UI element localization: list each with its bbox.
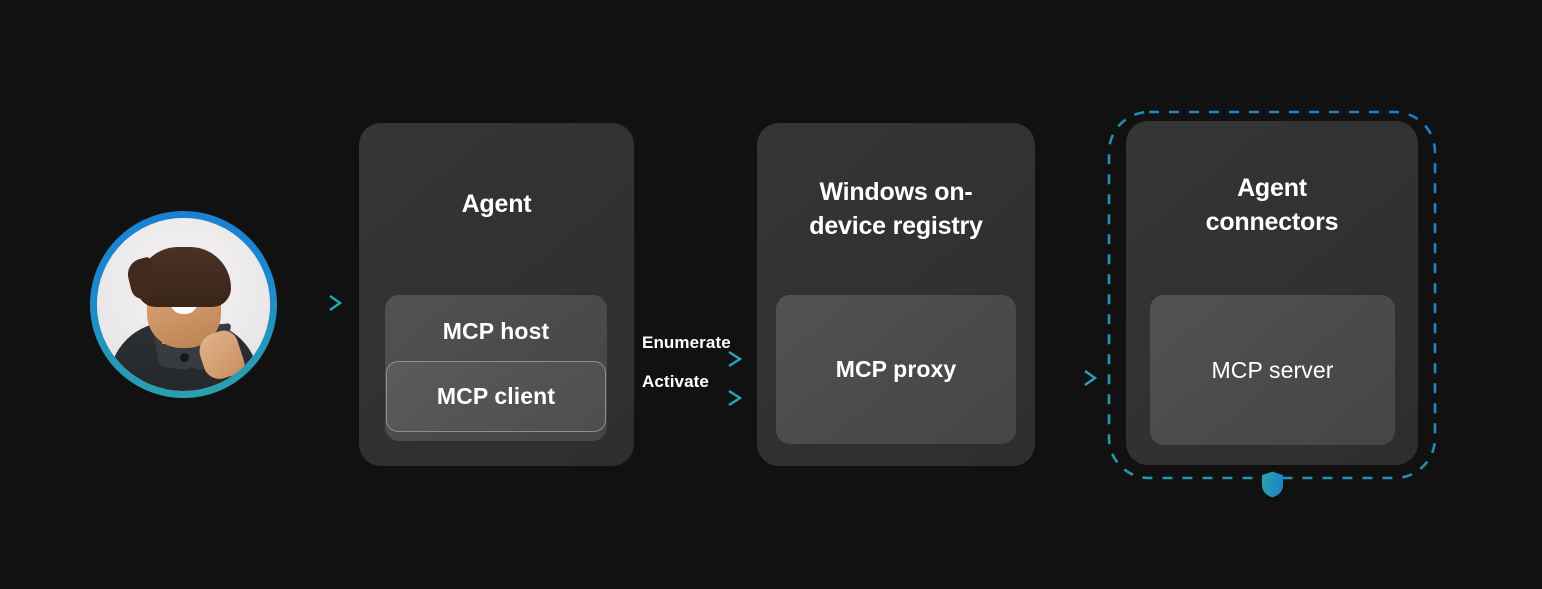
arrow-enumerate [640, 350, 743, 368]
arrow-label-activate: Activate [642, 372, 709, 391]
avatar-image [97, 218, 270, 391]
panel-mcp-host-label: MCP host [442, 318, 550, 344]
card-windows-registry-title-line2: device registry [809, 212, 983, 240]
card-agent-connectors-title: Agent connectors [1126, 171, 1418, 239]
avatar-hair [136, 247, 231, 308]
arrow-activate [640, 389, 743, 407]
card-windows-registry-title-line1: Windows on- [819, 178, 973, 206]
card-agent[interactable]: Agent MCP host MCP client [359, 123, 634, 466]
subbox-mcp-client[interactable]: MCP client [386, 361, 606, 432]
arrow-label-enumerate: Enumerate [642, 333, 731, 352]
card-windows-registry[interactable]: Windows on- device registry MCP proxy [757, 123, 1035, 466]
panel-mcp-server[interactable]: MCP server [1150, 295, 1395, 445]
card-windows-registry-title: Windows on- device registry [757, 175, 1035, 243]
subbox-mcp-client-label: MCP client [436, 383, 556, 409]
panel-mcp-host[interactable]: MCP host MCP client [385, 295, 607, 441]
panel-mcp-proxy[interactable]: MCP proxy [776, 295, 1016, 444]
panel-mcp-proxy-label: MCP proxy [835, 356, 957, 382]
card-agent-connectors-title-line2: connectors [1205, 208, 1339, 236]
user-avatar [90, 211, 277, 398]
shield-icon [1261, 471, 1284, 498]
panel-mcp-server-label: MCP server [1211, 356, 1334, 383]
arrow-user-to-agent [287, 295, 343, 311]
card-agent-connectors[interactable]: Agent connectors MCP server [1126, 121, 1418, 465]
card-agent-connectors-title-line1: Agent [1237, 174, 1307, 202]
card-agent-title: Agent [461, 190, 532, 218]
arrow-registry-to-connectors [1042, 370, 1098, 386]
avatar-shirt-button [180, 352, 190, 362]
